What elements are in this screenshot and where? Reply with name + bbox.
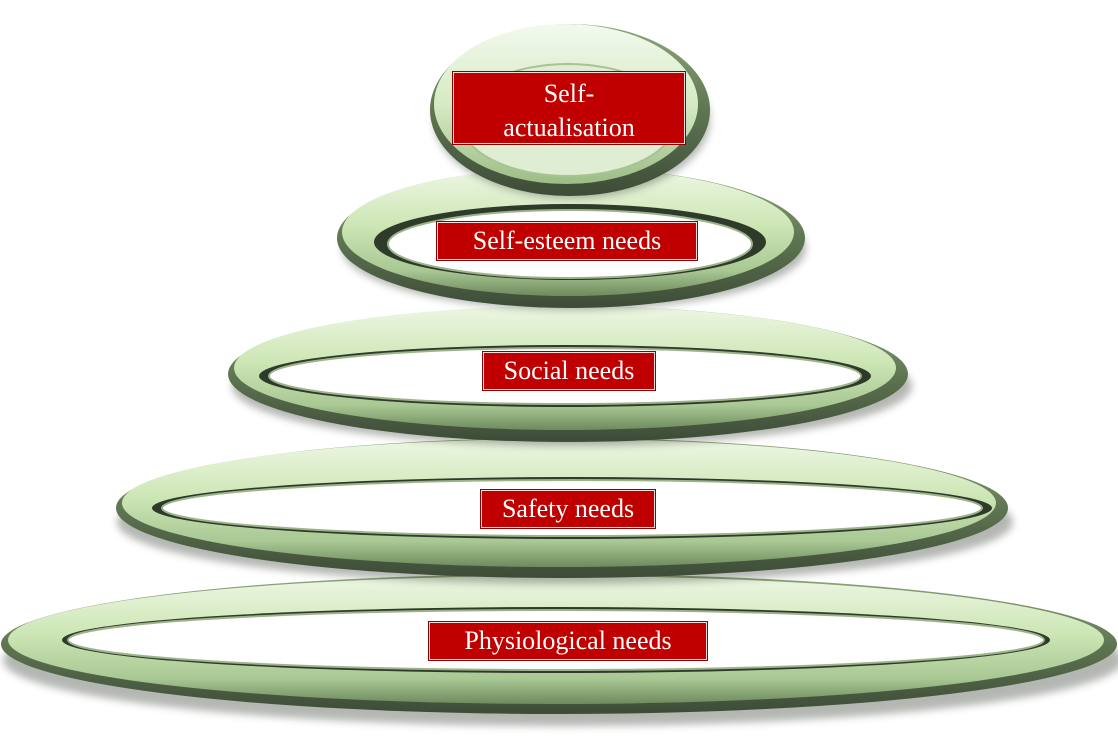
label-self-actualisation: Self- actualisation: [453, 72, 685, 144]
label-safety: Safety needs: [481, 490, 655, 528]
label-self-esteem: Self-esteem needs: [437, 222, 697, 260]
label-self-actualisation-line2: actualisation: [503, 113, 635, 142]
label-self-actualisation-line1: Self-: [543, 79, 595, 108]
label-physiological: Physiological needs: [429, 622, 707, 660]
label-social: Social needs: [483, 352, 655, 390]
